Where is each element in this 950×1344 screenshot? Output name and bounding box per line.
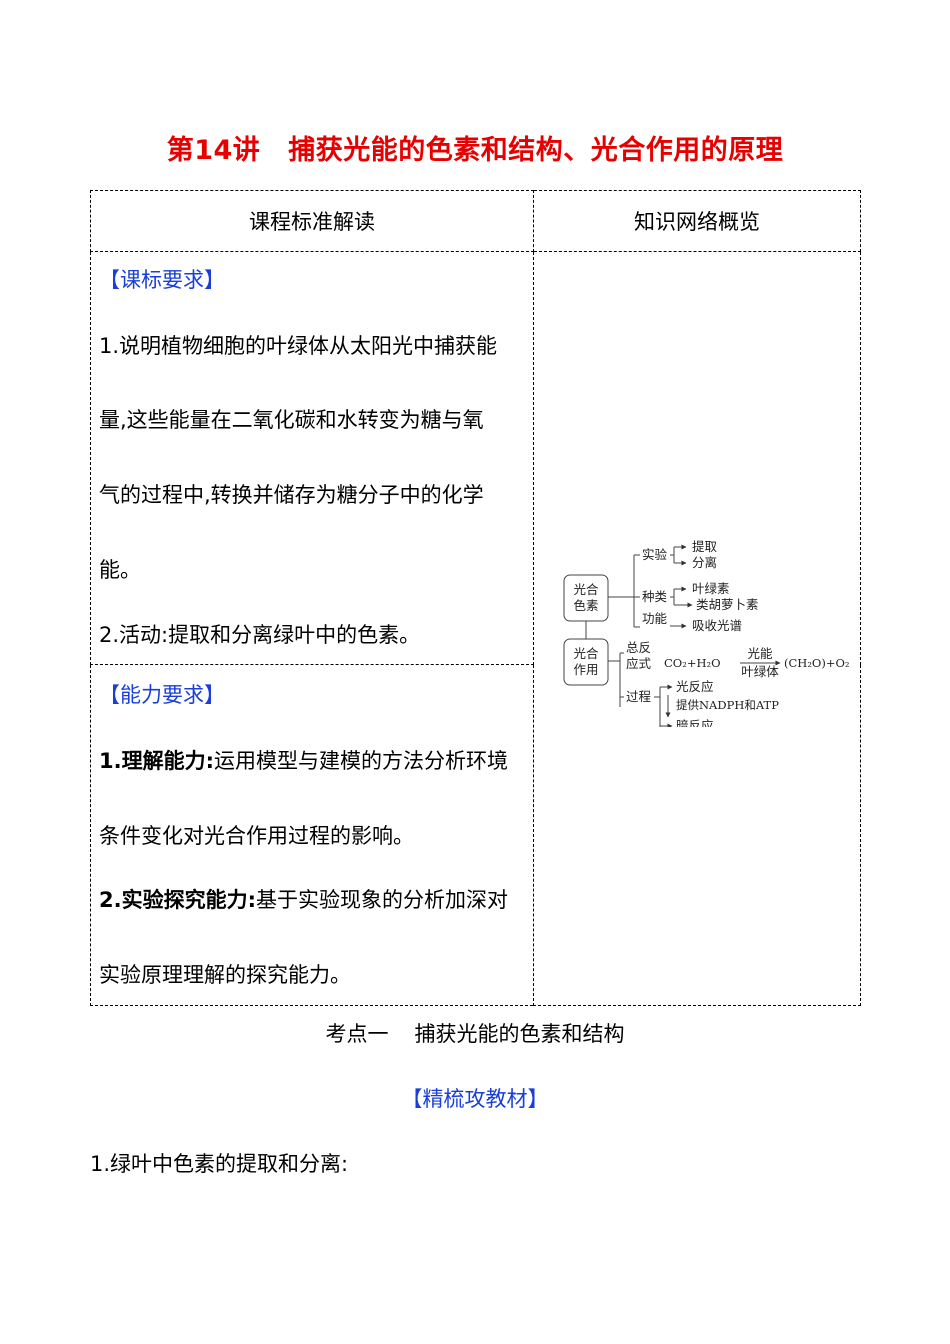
diagram-products: (CH₂O)+O₂ bbox=[784, 656, 850, 670]
diagram-provide: 提供NADPH和ATP bbox=[676, 698, 779, 712]
diagram-kinds: 种类 bbox=[642, 589, 668, 604]
ability-requirements-cell: 【能力要求】 1.理解能力:运用模型与建模的方法分析环境 条件变化对光合作用过程… bbox=[90, 664, 534, 1006]
diagram-box1-line1: 光合 bbox=[573, 582, 599, 597]
diagram-absorb-spectrum: 吸收光谱 bbox=[692, 618, 742, 633]
ability-item-1-cont: 条件变化对光合作用过程的影响。 bbox=[99, 824, 414, 848]
lecture-title: 捕获光能的色素和结构、光合作用的原理 bbox=[288, 135, 784, 166]
course-req-line: 能。 bbox=[99, 558, 141, 582]
header-course-standard: 课程标准解读 bbox=[90, 190, 534, 252]
ability-item-1-label: 1.理解能力: bbox=[99, 749, 214, 773]
textbook-review-heading: 【精梳攻教材】 bbox=[401, 1087, 549, 1111]
diagram-reactants: CO₂+H₂O bbox=[664, 656, 721, 670]
diagram-extract: 提取 bbox=[692, 539, 718, 554]
diagram-arrow-top: 光能 bbox=[747, 646, 773, 661]
ability-item-1-text: 运用模型与建模的方法分析环境 bbox=[214, 749, 508, 773]
knowledge-diagram: 光合 色素 光合 作用 实验 提取 分离 种类 叶绿素 类胡萝卜素 功能 吸收光… bbox=[563, 539, 850, 733]
course-req-line: 2.活动:提取和分离绿叶中的色素。 bbox=[99, 623, 421, 647]
ability-item-2-cont: 实验原理理解的探究能力。 bbox=[99, 963, 351, 987]
ability-item-2-label: 2.实验探究能力: bbox=[99, 888, 256, 912]
diagram-box2-line2: 作用 bbox=[573, 662, 598, 677]
overview-table: 课程标准解读 知识网络概览 【课标要求】 1.说明植物细胞的叶绿体从太阳光中捕获… bbox=[90, 190, 861, 1006]
course-req-heading: 【课标要求】 bbox=[99, 268, 225, 292]
header-knowledge-network: 知识网络概览 bbox=[533, 190, 861, 252]
page-title: 第14讲捕获光能的色素和结构、光合作用的原理 bbox=[0, 128, 950, 167]
diagram-carotenoid: 类胡萝卜素 bbox=[696, 597, 759, 612]
lecture-number: 第14讲 bbox=[166, 135, 261, 166]
course-req-line: 量,这些能量在二氧化碳和水转变为糖与氧 bbox=[99, 408, 484, 432]
diagram-chlorophyll: 叶绿素 bbox=[692, 581, 730, 596]
diagram-box1-line2: 色素 bbox=[573, 598, 598, 613]
exam-point-label: 考点一 bbox=[325, 1022, 389, 1046]
diagram-experiment: 实验 bbox=[642, 547, 668, 562]
ability-item-2-text: 基于实验现象的分析加深对 bbox=[256, 888, 508, 912]
ability-item-2: 2.实验探究能力:基于实验现象的分析加深对 bbox=[99, 884, 527, 914]
section-1-heading: 1.绿叶中色素的提取和分离: bbox=[90, 1152, 349, 1176]
diagram-arrow-bottom: 叶绿体 bbox=[741, 664, 779, 679]
diagram-eq-label-1: 总反 bbox=[626, 640, 651, 655]
ability-item-1: 1.理解能力:运用模型与建模的方法分析环境 bbox=[99, 745, 527, 775]
exam-point-title: 捕获光能的色素和结构 bbox=[414, 1022, 625, 1046]
diagram-dark-reaction: 暗反应 bbox=[676, 718, 714, 727]
course-requirements-cell: 【课标要求】 1.说明植物细胞的叶绿体从太阳光中捕获能 量,这些能量在二氧化碳和… bbox=[90, 251, 534, 665]
diagram-process: 过程 bbox=[626, 689, 652, 704]
ability-req-heading: 【能力要求】 bbox=[99, 683, 225, 707]
knowledge-network-cell: 光合 色素 光合 作用 实验 提取 分离 种类 叶绿素 类胡萝卜素 功能 吸收光… bbox=[533, 251, 861, 1006]
diagram-box2-line1: 光合 bbox=[573, 646, 599, 661]
diagram-separate: 分离 bbox=[692, 555, 717, 570]
diagram-eq-label-2: 应式 bbox=[626, 656, 652, 671]
diagram-light-reaction: 光反应 bbox=[676, 679, 714, 694]
course-req-line: 1.说明植物细胞的叶绿体从太阳光中捕获能 bbox=[99, 334, 498, 358]
exam-point-heading: 考点一 捕获光能的色素和结构 bbox=[0, 1018, 950, 1048]
course-req-line: 气的过程中,转换并储存为糖分子中的化学 bbox=[99, 483, 484, 507]
diagram-function: 功能 bbox=[642, 611, 668, 626]
